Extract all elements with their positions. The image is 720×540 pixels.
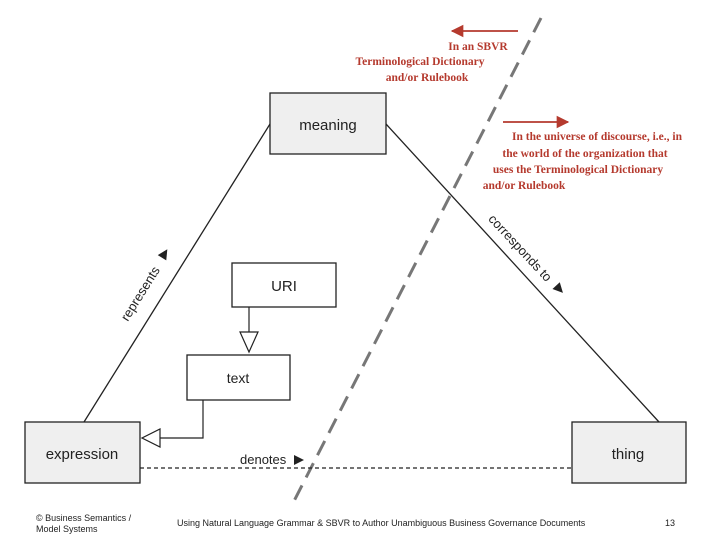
corresponds-to-direction-icon [552,282,563,293]
universe-annotation-line-1: In the universe of discourse, i.e., in [512,131,683,143]
footer-copyright: © Business Semantics / Model Systems [36,513,166,535]
generalization-arrowhead-text [239,331,259,354]
denotes-direction-icon [294,455,304,465]
corresponds-to-label-group: corresponds to [485,211,563,293]
text-box [186,354,291,401]
edge-meaning-thing [385,123,660,423]
uri-box [231,262,337,308]
edge-expression-meaning [83,123,271,423]
text-label: text [227,370,250,386]
uri-label: URI [271,278,297,295]
represents-direction-icon [157,249,168,261]
footer-title: Using Natural Language Grammar & SBVR to… [177,518,586,528]
represents-label: represents [118,263,164,323]
meaning-box [269,92,387,155]
footer-copyright-line-1: © Business Semantics / [36,513,132,523]
footer-page-number: 13 [665,518,676,528]
universe-annotation-line-2: the world of the organization that [502,148,667,160]
thing-label: thing [612,446,645,463]
thing-box [571,421,687,484]
sbvr-annotation-line-2: Terminological Dictionary [356,56,485,68]
connector-text-expression [160,400,204,439]
corresponds-to-label: corresponds to [485,211,555,284]
universe-annotation-line-3: uses the Terminological Dictionary [493,164,664,176]
boundary-dashed-line [290,17,543,506]
meaning-label: meaning [299,117,357,134]
universe-annotation-line-4: and/or Rulebook [483,180,566,192]
sbvr-annotation-line-3: and/or Rulebook [386,72,469,84]
expression-label: expression [46,446,119,463]
expression-box [24,421,141,484]
generalization-arrowhead-expression [140,428,161,448]
footer-copyright-line-2: Model Systems [36,524,98,534]
sbvr-annotation-line-1: In an SBVR [448,41,508,53]
represents-label-group: represents [118,249,168,324]
denotes-label: denotes [240,452,287,467]
